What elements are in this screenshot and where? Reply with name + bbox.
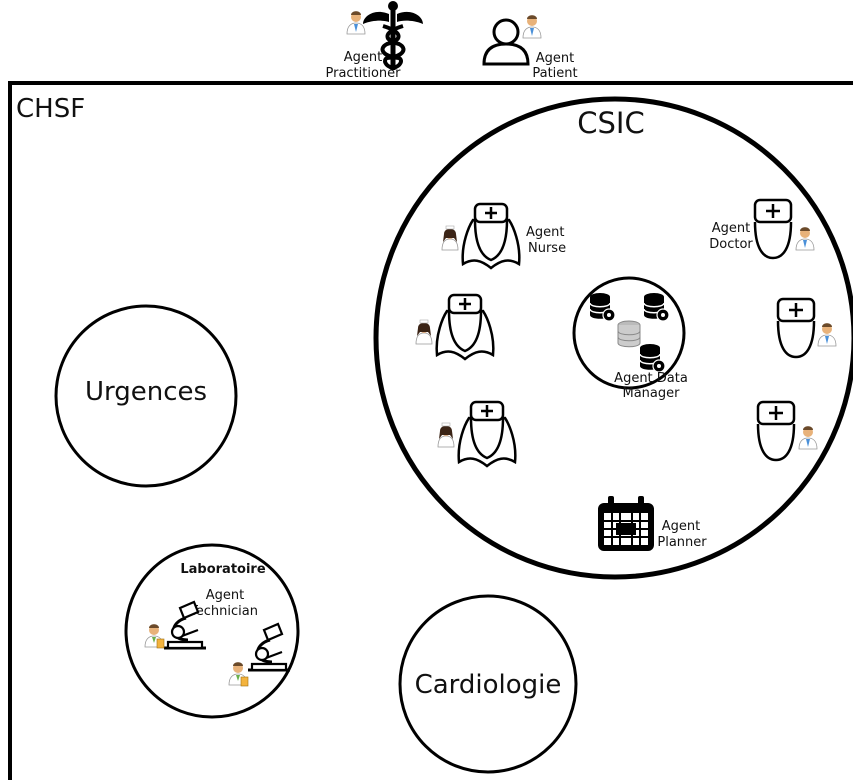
nurse-label-line2: Nurse bbox=[528, 241, 566, 256]
patient-label-line1: Agent bbox=[536, 51, 574, 66]
laboratoire-service: Laboratoire Agent Technician bbox=[124, 543, 300, 719]
database-gear-icon bbox=[589, 292, 616, 322]
doctor-agent bbox=[756, 400, 818, 462]
caduceus-icon bbox=[363, 1, 423, 70]
doctor-icon bbox=[776, 297, 816, 359]
doctor-label-line2: Doctor bbox=[709, 237, 753, 252]
practitioner-agent: Agent Practitioner bbox=[325, 1, 423, 81]
cardiologie-label: Cardiologie bbox=[415, 670, 562, 700]
database-icon bbox=[617, 320, 641, 348]
chsf-boundary bbox=[8, 81, 853, 780]
nurse-avatar-icon bbox=[415, 319, 433, 345]
nurse-avatar-icon bbox=[441, 225, 459, 251]
csic-circle bbox=[373, 96, 853, 580]
patient-label-line2: Patient bbox=[532, 66, 577, 81]
technician-avatar-icon bbox=[144, 623, 165, 649]
planner-label-line2: Planner bbox=[657, 535, 707, 550]
practitioner-label-line2: Practitioner bbox=[325, 66, 401, 81]
data-manager-label-line2: Manager bbox=[623, 386, 681, 401]
laboratoire-circle bbox=[124, 543, 300, 719]
patient-agent: Agent Patient bbox=[482, 14, 578, 81]
technician-avatar-icon bbox=[228, 661, 249, 687]
data-manager-agent: Agent Data Manager bbox=[572, 276, 688, 401]
technician-label-line2: Technician bbox=[189, 604, 258, 619]
cardiologie-circle bbox=[398, 594, 578, 774]
urgences-circle bbox=[54, 304, 238, 488]
technician-label-line1: Agent bbox=[206, 588, 244, 603]
nurse-icon bbox=[457, 400, 517, 468]
data-manager-label-line1: Agent Data bbox=[614, 371, 688, 386]
planner-label-line1: Agent bbox=[662, 519, 700, 534]
doctor-icon bbox=[756, 400, 796, 462]
doctor-agent bbox=[776, 297, 837, 359]
nurse-agent: Agent Nurse bbox=[441, 202, 566, 270]
practitioner-avatar-icon bbox=[346, 10, 366, 35]
urgences-label: Urgences bbox=[85, 377, 207, 407]
data-manager-circle bbox=[572, 276, 686, 390]
doctor-label-line1: Agent bbox=[712, 221, 750, 236]
doctor-avatar-icon bbox=[798, 425, 818, 450]
planner-agent: Agent Planner bbox=[598, 496, 707, 551]
doctor-avatar-icon bbox=[795, 226, 815, 251]
database-gear-icon bbox=[643, 292, 670, 322]
doctor-icon bbox=[753, 198, 793, 260]
patient-avatar-icon bbox=[522, 14, 542, 39]
csic-label: CSIC bbox=[577, 106, 644, 140]
nurse-avatar-icon bbox=[437, 422, 455, 448]
person-outline-icon bbox=[482, 18, 530, 66]
practitioner-label-line1: Agent bbox=[344, 50, 382, 65]
nurse-icon bbox=[461, 202, 521, 270]
doctor-avatar-icon bbox=[817, 322, 837, 347]
nurse-icon bbox=[435, 293, 495, 361]
database-gear-icon bbox=[639, 343, 666, 373]
nurse-agent bbox=[415, 293, 495, 361]
microscope-icon bbox=[246, 622, 292, 672]
laboratoire-label: Laboratoire bbox=[180, 562, 265, 577]
calendar-icon bbox=[598, 496, 654, 551]
doctor-agent: Agent Doctor bbox=[709, 198, 815, 260]
nurse-label-line1: Agent bbox=[526, 225, 564, 240]
chsf-label: CHSF bbox=[16, 94, 85, 124]
nurse-agent bbox=[437, 400, 517, 468]
